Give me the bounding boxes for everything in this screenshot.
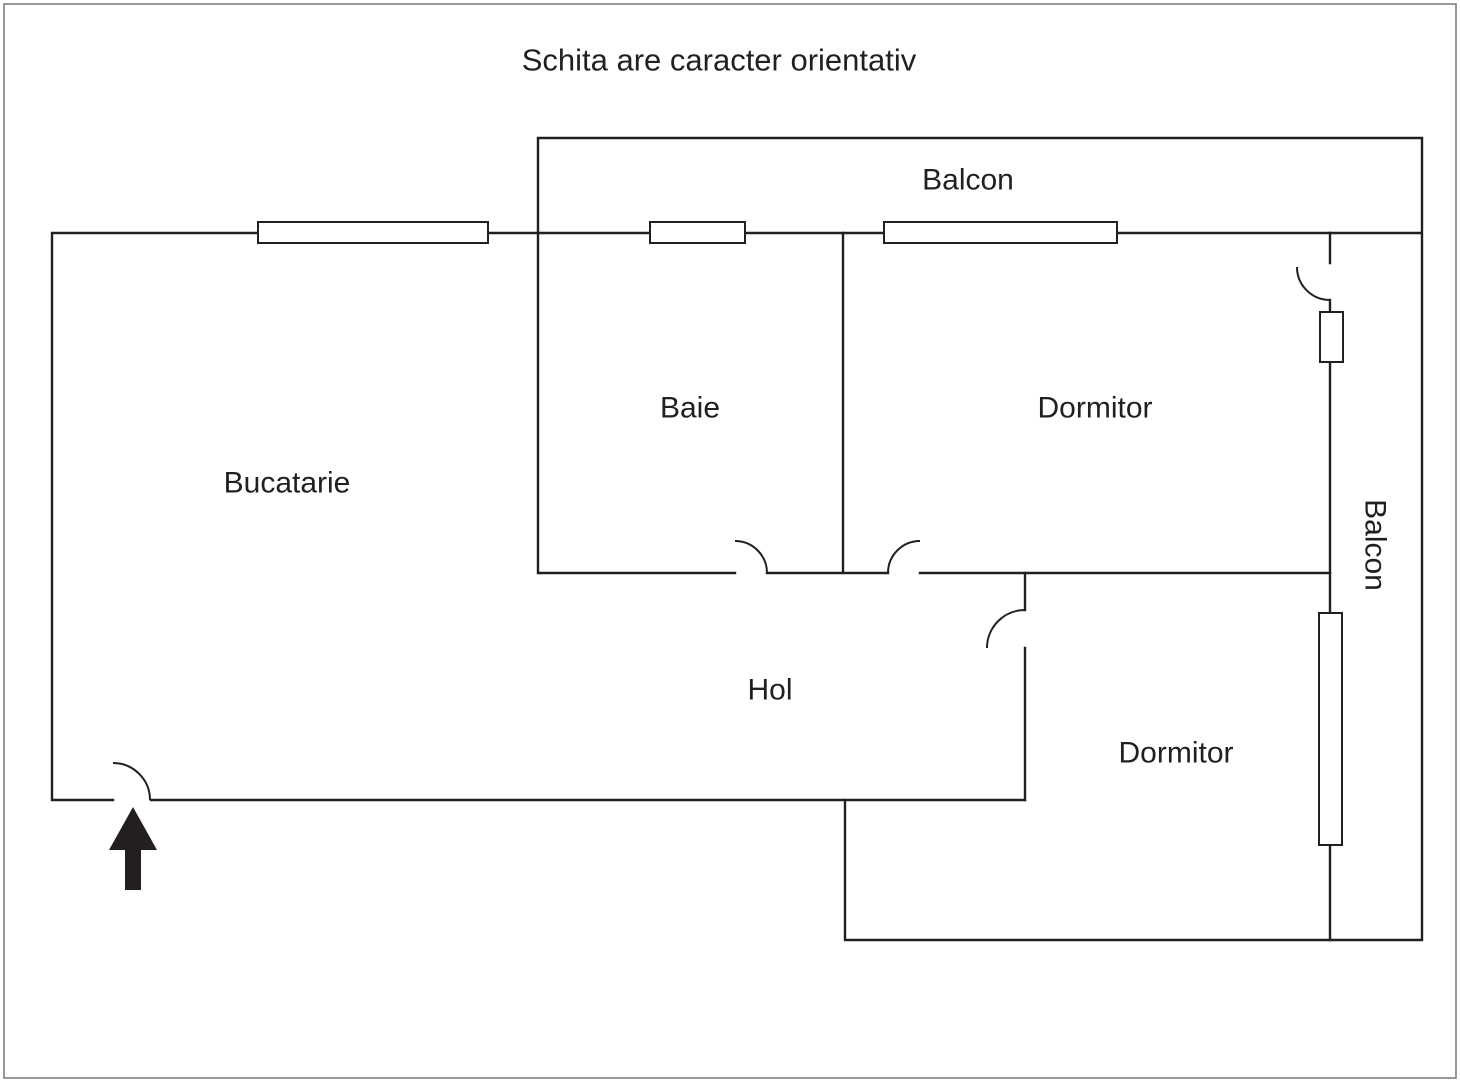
windows bbox=[257, 221, 1344, 846]
wall-balcony-outline bbox=[536, 136, 1424, 942]
room-label-balcon-top: Balcon bbox=[922, 164, 1014, 197]
outer-frame bbox=[3, 3, 1457, 1079]
room-label-baie: Baie bbox=[660, 392, 720, 425]
window-dormitor-top bbox=[883, 221, 1118, 244]
window-dormitor-bottom bbox=[1318, 612, 1343, 846]
window-balcon-small bbox=[1319, 311, 1344, 363]
room-label-dormitor-bottom: Dormitor bbox=[1118, 737, 1233, 770]
door-arc-balcon bbox=[1296, 266, 1331, 301]
room-label-balcon-right: Balcon bbox=[1359, 499, 1392, 591]
room-labels: Balcon Bucatarie Baie Dormitor Hol Dormi… bbox=[224, 164, 1392, 770]
door-arc-entrance bbox=[112, 762, 151, 801]
window-baie bbox=[649, 221, 746, 244]
room-label-hol: Hol bbox=[747, 674, 792, 707]
wall-baie-dormitor bbox=[536, 231, 1332, 575]
wall-perimeter bbox=[50, 231, 1332, 802]
door-arc-baie bbox=[734, 540, 768, 574]
room-label-bucatarie: Bucatarie bbox=[224, 467, 351, 500]
room-label-dormitor-top: Dormitor bbox=[1037, 392, 1152, 425]
window-bucatarie bbox=[257, 221, 489, 244]
walls bbox=[50, 136, 1424, 942]
door-arc-dormitor-top bbox=[887, 540, 921, 574]
doors bbox=[112, 266, 1331, 801]
door-arc-hol-dormitor bbox=[986, 609, 1026, 649]
plan-title: Schita are caracter orientativ bbox=[522, 43, 917, 78]
entrance-arrow-icon bbox=[109, 807, 157, 890]
